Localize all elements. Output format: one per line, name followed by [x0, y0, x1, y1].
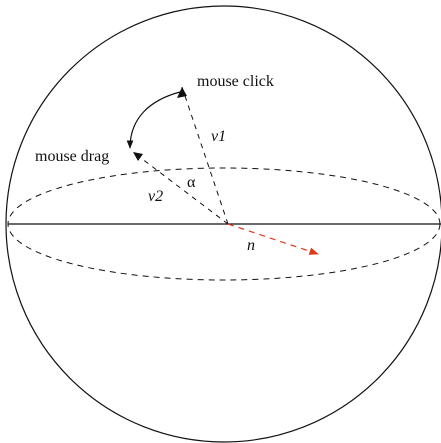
vector-v1	[181, 86, 229, 225]
label-v1: v1	[211, 128, 226, 145]
sphere-outline	[5, 5, 441, 443]
drag-motion-arc	[126, 91, 181, 149]
label-mouse-drag: mouse drag	[35, 148, 109, 165]
label-alpha: α	[187, 174, 196, 191]
label-mouse-click: mouse click	[197, 73, 274, 90]
label-n: n	[247, 237, 255, 254]
normal-vector-n	[227, 223, 319, 255]
mouse-click-point-arrowhead	[177, 87, 187, 98]
mouse-drag-point-arrowhead	[133, 152, 143, 161]
label-v2: v2	[148, 188, 163, 205]
